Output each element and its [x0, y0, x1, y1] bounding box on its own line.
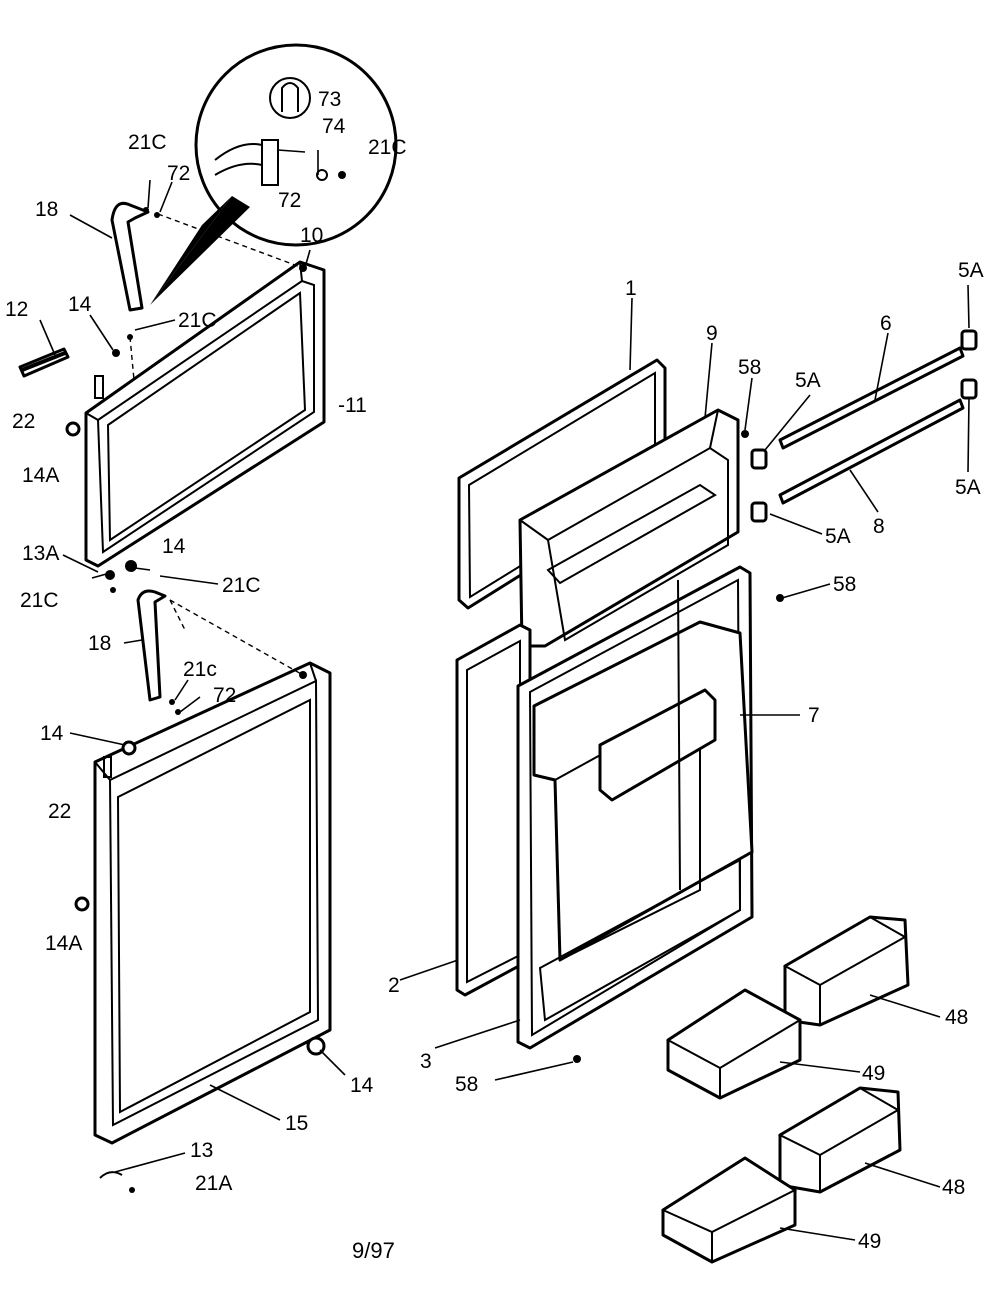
label-14-d: 14: [350, 1074, 374, 1097]
label-72-a: 72: [167, 162, 190, 185]
label-5a-c: 5A: [955, 476, 981, 499]
label-7: 7: [808, 704, 820, 727]
label-12: 12: [5, 298, 28, 321]
label-22-a: 22: [12, 410, 35, 433]
label-21c-top: 21C: [128, 131, 167, 154]
trim-strip-12: [18, 347, 70, 378]
footer-date: 9/97: [352, 1238, 395, 1263]
label-13: 13: [190, 1139, 213, 1162]
label-21c-left: 21C: [20, 589, 59, 612]
label-21c-right: 21C: [222, 574, 261, 597]
label-74: 74: [322, 115, 346, 138]
label-21c-mid: 21C: [178, 309, 217, 332]
bin-48-upper: [782, 915, 910, 1027]
label-1: 1: [625, 277, 637, 300]
freezer-door: [84, 260, 326, 568]
fresh-food-handle: [136, 589, 181, 715]
screws-58: [573, 430, 784, 1063]
label-72-b: 72: [213, 684, 236, 707]
label-49-b: 49: [858, 1230, 881, 1253]
label-58-c: 58: [455, 1073, 478, 1096]
label-13a: 13A: [22, 542, 59, 565]
label-22-b: 22: [48, 800, 71, 823]
label-6: 6: [880, 312, 892, 335]
freezer-handle: [110, 201, 160, 312]
label-73: 73: [318, 88, 341, 111]
label-72-detail: 72: [278, 189, 301, 212]
fresh-food-liner-3: [516, 565, 754, 1050]
label-48-a: 48: [945, 1006, 968, 1029]
label-10: 10: [300, 224, 323, 247]
bin-49-lower: [660, 1156, 798, 1264]
label-5a-b: 5A: [795, 369, 821, 392]
label-14-a: 14: [68, 293, 92, 316]
label-21c-lower: 21c: [183, 658, 217, 681]
alignment-lines: [129, 213, 304, 676]
label-14-b: 14: [162, 535, 186, 558]
door-rails: [750, 329, 978, 523]
bin-49-upper: [666, 988, 803, 1100]
label-14-c: 14: [40, 722, 64, 745]
label-14a-b: 14A: [45, 932, 82, 955]
label-3: 3: [420, 1050, 432, 1073]
fresh-food-door: [93, 661, 332, 1145]
label-18-bot: 18: [88, 632, 111, 655]
label-5a-a: 5A: [958, 259, 984, 282]
label-21c-detail: 21C: [368, 136, 407, 159]
label-21a: 21A: [195, 1172, 232, 1195]
label-18-top: 18: [35, 198, 58, 221]
label-49-a: 49: [862, 1062, 885, 1085]
callout-labels: 73 74 21C 21C 72 72 18 10 12 14 21C -11 …: [5, 88, 984, 1253]
label-8: 8: [873, 515, 885, 538]
label-5a-d: 5A: [825, 525, 851, 548]
label-48-b: 48: [942, 1176, 965, 1199]
label-58-a: 58: [738, 356, 761, 379]
label-9: 9: [706, 322, 718, 345]
label-14a-a: 14A: [22, 464, 59, 487]
label-2: 2: [388, 974, 400, 997]
hinge-detail-callout: [150, 43, 398, 305]
label-11: -11: [338, 394, 367, 417]
leader-lines: [39, 179, 970, 1241]
label-15: 15: [285, 1112, 308, 1135]
small-parts-upper: [65, 334, 137, 593]
label-58-b: 58: [833, 573, 856, 596]
bin-48-lower: [777, 1086, 902, 1194]
